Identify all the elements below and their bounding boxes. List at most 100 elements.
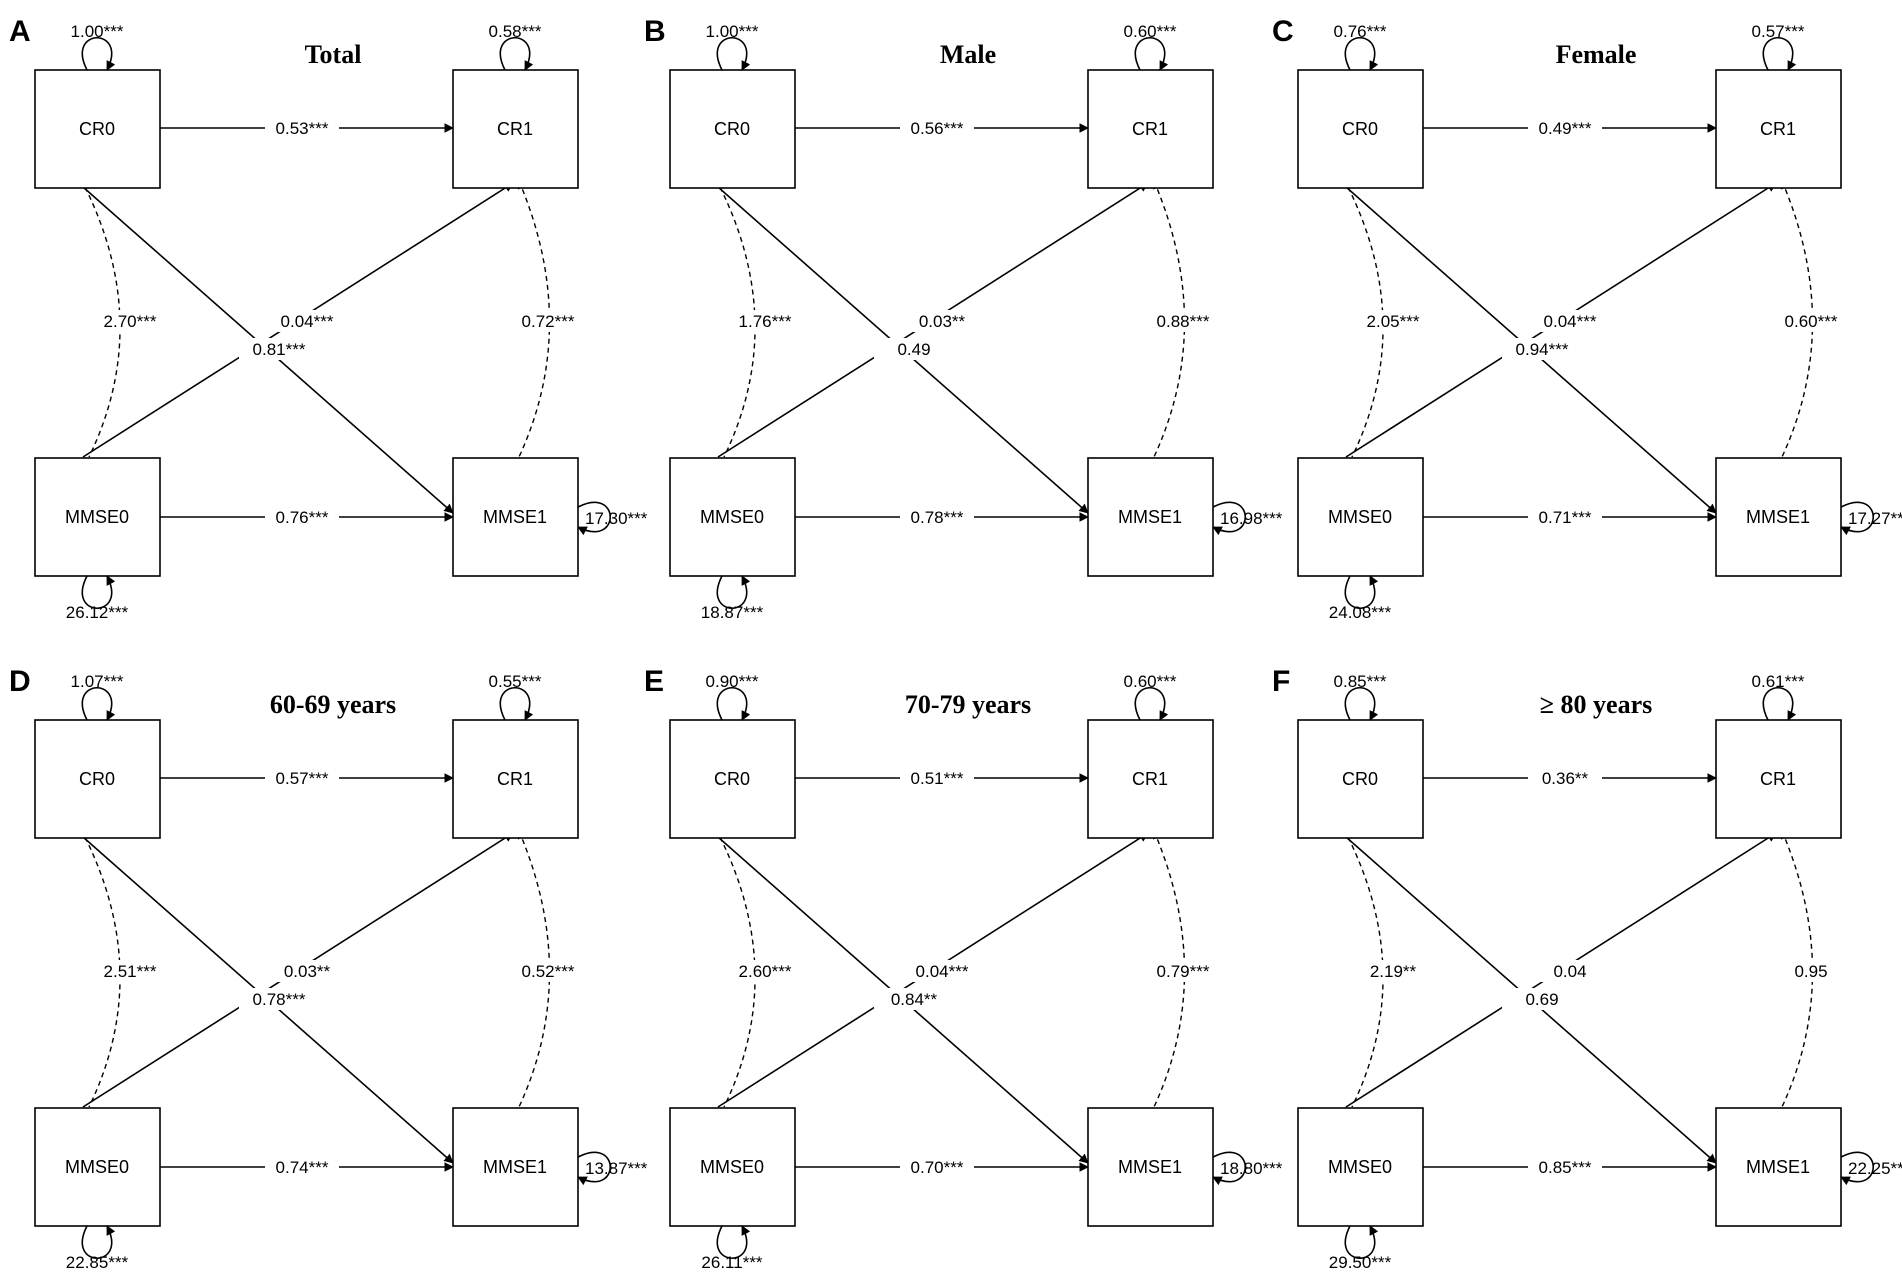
panel-title: Female <box>1556 40 1637 69</box>
panel-diagram: C Female CR0 CR1 MMSE0 MMSE1 <box>1272 15 1902 622</box>
mmse0-label: MMSE0 <box>65 1157 129 1177</box>
cr1-label: CR1 <box>497 769 533 789</box>
mmse0-variance-loop <box>81 1225 116 1259</box>
panel-letter: B <box>644 15 666 48</box>
mmse1-variance-loop <box>577 501 611 536</box>
sem-panel-c: C Female CR0 CR1 MMSE0 MMSE1 <box>1268 5 1902 625</box>
cr1-label: CR1 <box>1132 769 1168 789</box>
panel-title: 60-69 years <box>270 690 396 719</box>
cov1-label: 0.88*** <box>1157 312 1210 331</box>
cr0-to-mmse1-label: 0.84** <box>891 990 938 1009</box>
mmse1-node <box>452 457 579 577</box>
cr0-node <box>669 69 796 189</box>
sem-panel-f: F ≥ 80 years CR0 CR1 MMSE0 MMSE1 <box>1268 655 1902 1275</box>
cr1-label: CR1 <box>1760 119 1796 139</box>
cr1-variance-loop <box>499 687 534 721</box>
cov0-label: 1.76*** <box>739 312 792 331</box>
cov0-curve <box>719 836 756 1108</box>
cov0-curve <box>84 836 121 1108</box>
cr-stability-label: 0.51*** <box>911 769 964 788</box>
mmse-stability-label: 0.85*** <box>1539 1158 1592 1177</box>
panel-title: 70-79 years <box>905 690 1031 719</box>
mmse-stability-label: 0.76*** <box>276 508 329 527</box>
cov1-label: 0.60*** <box>1785 312 1838 331</box>
mmse1-variance-label: 13.87*** <box>585 1159 648 1178</box>
mmse-stability-label: 0.74*** <box>276 1158 329 1177</box>
panel-diagram: A Total CR0 CR1 MMSE0 MMSE1 <box>9 15 648 622</box>
cov0-label: 2.60*** <box>739 962 792 981</box>
cr0-label: CR0 <box>714 769 750 789</box>
panel-diagram: F ≥ 80 years CR0 CR1 MMSE0 MMSE1 <box>1272 665 1902 1272</box>
cr0-variance-loop <box>81 37 116 71</box>
mmse1-variance-label: 22.25*** <box>1848 1159 1902 1178</box>
mmse0-label: MMSE0 <box>1328 1157 1392 1177</box>
mmse0-variance-label: 29.50*** <box>1329 1253 1392 1272</box>
mmse1-variance-loop <box>1840 1151 1874 1186</box>
cr-stability-label: 0.49*** <box>1539 119 1592 138</box>
sem-panel-a: A Total CR0 CR1 MMSE0 MMSE1 <box>5 5 648 625</box>
cr0-variance-label: 0.85*** <box>1334 672 1387 691</box>
cr-stability-label: 0.56*** <box>911 119 964 138</box>
cr1-label: CR1 <box>497 119 533 139</box>
cr0-node <box>1297 69 1424 189</box>
mmse0-node <box>34 457 161 577</box>
cr0-variance-label: 1.00*** <box>71 22 124 41</box>
cov1-label: 0.72*** <box>522 312 575 331</box>
mmse0-node <box>1297 457 1424 577</box>
cov1-label: 0.79*** <box>1157 962 1210 981</box>
mmse1-variance-loop <box>1212 501 1246 536</box>
mmse1-label: MMSE1 <box>483 1157 547 1177</box>
mmse0-variance-loop <box>1344 1225 1379 1259</box>
panel-diagram: E 70-79 years CR0 CR1 MMSE0 MMSE1 <box>644 665 1283 1272</box>
sem-panel-e: E 70-79 years CR0 CR1 MMSE0 MMSE1 <box>640 655 1283 1275</box>
cr1-node <box>1715 719 1842 839</box>
cov0-label: 2.05*** <box>1367 312 1420 331</box>
cov0-curve <box>1347 186 1384 458</box>
mmse0-variance-label: 22.85*** <box>66 1253 129 1272</box>
mmse1-label: MMSE1 <box>1118 507 1182 527</box>
cr1-label: CR1 <box>1760 769 1796 789</box>
mmse0-to-cr1-label: 0.04*** <box>281 312 334 331</box>
cr0-node <box>1297 719 1424 839</box>
mmse1-node <box>1087 1107 1214 1227</box>
cr-stability-label: 0.57*** <box>276 769 329 788</box>
cr0-variance-loop <box>1344 37 1379 71</box>
cr-stability-label: 0.53*** <box>276 119 329 138</box>
cr0-variance-label: 0.90*** <box>706 672 759 691</box>
cr1-variance-loop <box>499 37 534 71</box>
mmse-stability-label: 0.70*** <box>911 1158 964 1177</box>
mmse1-node <box>1087 457 1214 577</box>
mmse0-node <box>1297 1107 1424 1227</box>
mmse0-node <box>669 457 796 577</box>
mmse0-to-cr1-label: 0.03** <box>919 312 966 331</box>
mmse0-node <box>669 1107 796 1227</box>
cr0-label: CR0 <box>79 119 115 139</box>
mmse1-node <box>452 1107 579 1227</box>
cr0-to-mmse1-label: 0.69 <box>1525 990 1558 1009</box>
mmse0-variance-label: 18.87*** <box>701 603 764 622</box>
mmse1-label: MMSE1 <box>1746 507 1810 527</box>
panel-letter: E <box>644 665 664 698</box>
cr1-node <box>1715 69 1842 189</box>
mmse0-label: MMSE0 <box>700 1157 764 1177</box>
cr1-variance-label: 0.55*** <box>489 672 542 691</box>
cr1-variance-label: 0.61*** <box>1752 672 1805 691</box>
cr1-variance-loop <box>1134 687 1169 721</box>
cr1-node <box>1087 69 1214 189</box>
cr1-variance-loop <box>1134 37 1169 71</box>
panel-letter: C <box>1272 15 1294 48</box>
mmse0-label: MMSE0 <box>65 507 129 527</box>
mmse0-variance-label: 26.12*** <box>66 603 129 622</box>
cr0-variance-loop <box>1344 687 1379 721</box>
mmse0-label: MMSE0 <box>1328 507 1392 527</box>
mmse0-to-cr1-label: 0.04 <box>1553 962 1586 981</box>
mmse1-variance-label: 16.98*** <box>1220 509 1283 528</box>
cr0-variance-loop <box>81 687 116 721</box>
panel-title: Male <box>940 40 996 69</box>
cov1-label: 0.52*** <box>522 962 575 981</box>
mmse0-label: MMSE0 <box>700 507 764 527</box>
mmse1-label: MMSE1 <box>1746 1157 1810 1177</box>
mmse0-variance-loop <box>1344 575 1379 609</box>
mmse1-node <box>1715 457 1842 577</box>
mmse-stability-label: 0.78*** <box>911 508 964 527</box>
